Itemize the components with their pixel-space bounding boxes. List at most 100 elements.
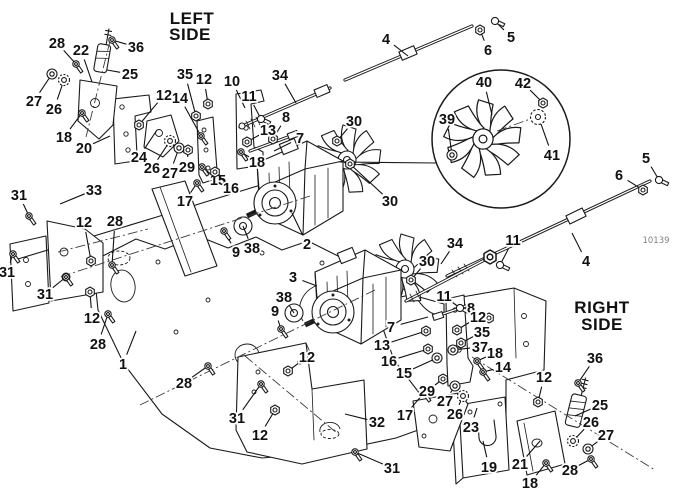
leader-line: [187, 83, 197, 117]
callout-number: 10: [224, 74, 240, 90]
callout-18: 18: [54, 107, 91, 148]
bracket-20: [112, 94, 152, 165]
leader-line: [273, 141, 292, 152]
callout-39: 39: [437, 110, 458, 161]
nut-icon: [203, 98, 213, 110]
callout-25: 25: [106, 65, 140, 85]
callout-31: 31: [227, 378, 270, 429]
callout-number: 42: [515, 76, 531, 92]
callout-number: 25: [592, 398, 608, 414]
callout-number: 18: [522, 476, 538, 492]
callout-31: 31: [0, 248, 22, 283]
callout-36: 36: [572, 349, 605, 394]
bolt-icon: [70, 58, 85, 75]
leader-line: [242, 383, 262, 411]
callout-number: 38: [244, 241, 260, 257]
callout-number: 31: [11, 188, 27, 204]
callout-number: 40: [476, 75, 492, 91]
callout-number: 7: [296, 131, 304, 147]
leader-line: [291, 212, 304, 236]
leader-line: [393, 44, 409, 57]
callout-35: 35: [175, 65, 201, 122]
nut-icon: [638, 184, 648, 196]
callout-number: 41: [544, 148, 560, 164]
bolt-icon: [23, 210, 38, 227]
callout-25: 25: [574, 396, 610, 417]
callout-number: 4: [582, 254, 590, 270]
nut-icon: [345, 158, 355, 170]
callout-number: 12: [84, 311, 100, 327]
callout-number: 12: [470, 310, 486, 326]
callout-31: 31: [9, 186, 38, 227]
callout-20: 20: [74, 135, 111, 159]
callout-22: 22: [71, 41, 93, 83]
callout-number: 11: [505, 233, 520, 249]
callout-13: 13: [242, 121, 278, 148]
callout-number: 26: [46, 102, 62, 118]
leader-line: [391, 330, 427, 343]
callout-number: 31: [229, 411, 245, 427]
leader-line: [106, 69, 121, 73]
fan-mount-plate-41: [529, 108, 547, 126]
callout-32: 32: [344, 413, 387, 433]
callout-28: 28: [47, 34, 85, 75]
callout-number: 12: [76, 215, 92, 231]
nut-icon: [456, 337, 466, 349]
callout-33: 33: [59, 181, 104, 205]
callout-number: 12: [196, 72, 212, 88]
bracket-21: [516, 410, 566, 476]
gear-icon: [566, 434, 580, 448]
callout-38: 38: [274, 288, 295, 314]
nut-icon: [452, 324, 462, 336]
control-rod-4-left: [343, 24, 474, 82]
callout-number: 9: [271, 304, 279, 320]
callout-number: 27: [162, 166, 178, 182]
callout-5: 5: [490, 16, 517, 48]
callout-number: 24: [131, 150, 147, 166]
callout-number: 33: [86, 183, 102, 199]
callout-23: 23: [461, 407, 481, 438]
drawing-number: 10139: [642, 236, 669, 246]
nut-icon: [191, 110, 201, 122]
nut-icon: [421, 325, 431, 337]
callout-number: 17: [397, 408, 413, 424]
callout-31: 31: [349, 446, 402, 479]
callout-number: 28: [49, 36, 65, 52]
leader-line: [184, 106, 202, 137]
callout-8: 8: [268, 108, 292, 145]
fan-detail-view: [339, 69, 571, 209]
callout-11: 11: [240, 87, 272, 126]
callout-number: 27: [26, 94, 42, 110]
leader-line: [473, 407, 478, 418]
callout-number: 4: [382, 32, 390, 48]
callout-4: 4: [380, 30, 409, 57]
washer-icon: [449, 380, 461, 392]
callout-41: 41: [540, 123, 562, 166]
side-plate-33: [151, 180, 218, 277]
callout-19: 19: [479, 440, 499, 478]
callout-15: 15: [394, 352, 443, 384]
nut-icon: [332, 135, 342, 147]
callout-number: 11: [436, 289, 451, 305]
nut-icon: [85, 286, 95, 298]
callout-number: 12: [536, 370, 552, 386]
control-rod-34-right: [404, 249, 497, 303]
callout-26: 26: [566, 413, 601, 448]
ball-icon: [490, 16, 506, 28]
nut-icon: [210, 166, 220, 178]
leader-line: [526, 440, 541, 457]
leader-line: [83, 59, 93, 83]
callout-28: 28: [88, 308, 117, 355]
gear-icon: [57, 73, 71, 87]
callout-number: 31: [0, 265, 15, 281]
callout-28: 28: [174, 360, 217, 394]
nut-icon: [538, 97, 548, 109]
nut-icon: [242, 136, 252, 148]
callout-number: 35: [474, 325, 490, 341]
callout-number: 22: [73, 43, 89, 59]
leader-line: [344, 413, 368, 421]
callout-number: 36: [128, 40, 144, 56]
callout-number: 11: [241, 89, 256, 105]
